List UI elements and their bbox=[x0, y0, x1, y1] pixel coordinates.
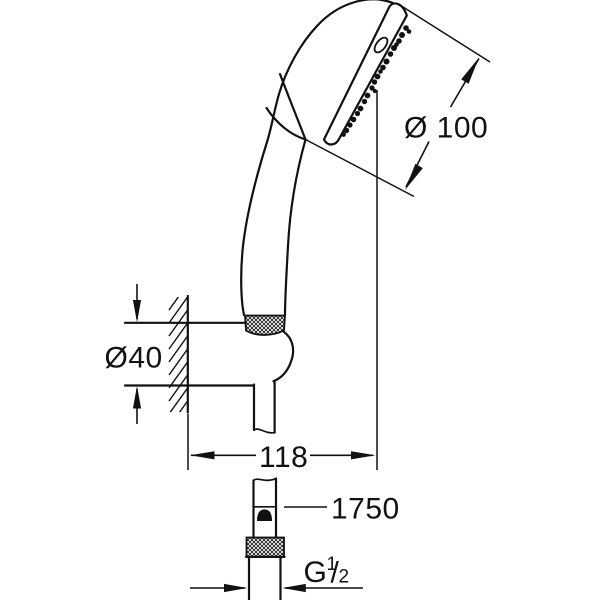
handle bbox=[244, 138, 307, 336]
wall-holder bbox=[123, 321, 295, 387]
dim-head-diameter: Ø 100 bbox=[305, 2, 491, 198]
head-back-outline bbox=[240, 0, 395, 317]
thread-numerator-label: 1 bbox=[327, 554, 338, 575]
arrowhead-left bbox=[282, 583, 306, 593]
thread-denominator-label: 2 bbox=[339, 567, 350, 588]
hose-upper-break-line bbox=[253, 428, 275, 434]
wall-hatching bbox=[168, 297, 188, 412]
hose-lower-break-line bbox=[252, 477, 277, 482]
dim-wall-distance: 118 bbox=[187, 90, 378, 474]
wall-section bbox=[168, 294, 189, 414]
hose-logo-mark bbox=[257, 509, 272, 521]
dim-holder-diameter: Ø40 bbox=[105, 284, 163, 424]
thread-slash-label: / bbox=[331, 557, 340, 590]
wall-distance-label: 118 bbox=[259, 441, 308, 474]
arrowhead-down bbox=[132, 300, 142, 323]
handle-right-edge bbox=[283, 138, 307, 317]
head-neck-bottom-edge bbox=[278, 72, 307, 141]
extension-line-top bbox=[397, 2, 491, 63]
hose-coupling-nut bbox=[245, 536, 285, 558]
holder-diameter-label: Ø40 bbox=[105, 342, 163, 375]
shower-hose bbox=[244, 379, 286, 600]
hose-length-label: 1750 bbox=[331, 493, 400, 526]
extension-line-bottom bbox=[305, 138, 415, 198]
spray-face-plate bbox=[322, 2, 408, 146]
arrowhead-left bbox=[190, 451, 215, 460]
dim-hose-length: 1750 bbox=[284, 493, 400, 526]
arrowhead-up bbox=[132, 386, 142, 409]
arrowhead-right bbox=[351, 451, 376, 460]
holder-bulge bbox=[272, 330, 295, 383]
thread-base-label: G bbox=[304, 556, 328, 589]
arrowhead-down bbox=[405, 163, 423, 190]
arrowhead-up bbox=[461, 57, 479, 84]
spray-nozzle-dots bbox=[341, 25, 412, 137]
shower-head bbox=[240, 0, 412, 317]
handle-knurl-band bbox=[244, 314, 286, 336]
dim-thread-size: G 1 / 2 bbox=[190, 554, 363, 593]
head-diameter-label: Ø 100 bbox=[404, 112, 488, 145]
head-handle-seam bbox=[265, 106, 307, 141]
arrowhead-right bbox=[224, 583, 248, 593]
face-logo-oval bbox=[373, 36, 389, 54]
